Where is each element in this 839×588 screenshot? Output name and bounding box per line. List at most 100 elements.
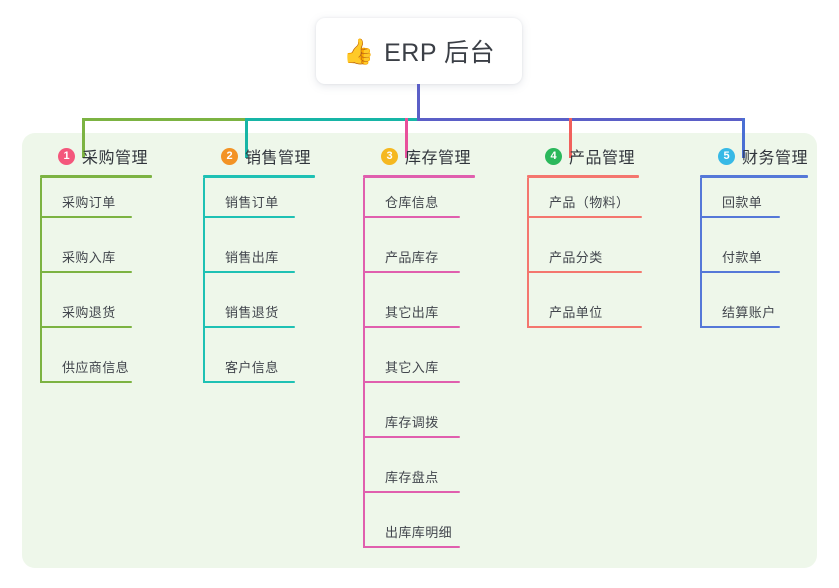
leaf-underline (363, 216, 460, 218)
branch-title-4: 产品管理 (569, 150, 636, 167)
branch-badge-4: 4 (545, 147, 562, 165)
leaf-label: 产品单位 (549, 305, 603, 320)
leaf-underline (363, 491, 460, 493)
leaf-node[interactable]: 销售退货 (203, 288, 315, 343)
leaf-underline (527, 326, 642, 328)
leaf-underline (527, 216, 642, 218)
leaf-label: 库存调拨 (385, 415, 439, 430)
branch-column-5: 5 财务管理回款单付款单结算账户 (700, 144, 808, 343)
leaf-label: 结算账户 (722, 305, 776, 320)
leaf-node[interactable]: 回款单 (700, 178, 808, 233)
leaf-node[interactable]: 供应商信息 (40, 343, 152, 398)
leaf-underline (363, 326, 460, 328)
leaf-node[interactable]: 仓库信息 (363, 178, 475, 233)
leaf-node[interactable]: 采购订单 (40, 178, 152, 233)
branch-spine-3 (363, 178, 365, 548)
leaf-underline (527, 271, 642, 273)
diagram-panel (22, 133, 817, 568)
drop-line-4 (569, 118, 572, 158)
leaf-underline (363, 546, 460, 548)
leaf-underline (203, 326, 295, 328)
leaf-label: 供应商信息 (62, 360, 130, 375)
branch-header-1[interactable]: 1 采购管理 (40, 144, 152, 168)
leaf-label: 其它入库 (385, 360, 439, 375)
leaf-node[interactable]: 其它入库 (363, 343, 475, 398)
leaf-node[interactable]: 采购退货 (40, 288, 152, 343)
leaf-node[interactable]: 其它出库 (363, 288, 475, 343)
branch-column-2: 2 销售管理销售订单销售出库销售退货客户信息 (203, 144, 315, 398)
leaf-underline (363, 381, 460, 383)
branch-column-4: 4 产品管理产品（物料） 产品分类产品单位 (527, 144, 642, 343)
leaf-underline (363, 271, 460, 273)
branch-spine-1 (40, 178, 42, 383)
leaf-label: 产品（物料） (549, 195, 630, 210)
leaf-underline (700, 216, 780, 218)
branch-spine-2 (203, 178, 205, 383)
leaf-node[interactable]: 采购入库 (40, 233, 152, 288)
leaf-underline (203, 271, 295, 273)
branch-column-1: 1 采购管理采购订单采购入库采购退货供应商信息 (40, 144, 152, 398)
leaf-label: 仓库信息 (385, 195, 439, 210)
leaf-node[interactable]: 产品分类 (527, 233, 642, 288)
leaf-node[interactable]: 出库库明细 (363, 508, 475, 563)
branch-badge-3: 3 (381, 147, 398, 165)
leaf-label: 客户信息 (225, 360, 279, 375)
branch-item-list-5: 回款单付款单结算账户 (700, 178, 808, 343)
leaf-node[interactable]: 库存盘点 (363, 453, 475, 508)
trunk-vertical (417, 84, 420, 121)
leaf-label: 产品库存 (385, 250, 439, 265)
branch-header-4[interactable]: 4 产品管理 (527, 144, 639, 168)
leaf-node[interactable]: 库存调拨 (363, 398, 475, 453)
branch-title-5: 财务管理 (742, 150, 809, 167)
drop-line-2 (245, 118, 248, 158)
branch-underline-2 (203, 175, 315, 178)
drop-line-3 (405, 118, 408, 158)
branch-underline-3 (363, 175, 475, 178)
branch-underline-5 (700, 175, 808, 178)
leaf-node[interactable]: 产品库存 (363, 233, 475, 288)
leaf-underline (363, 436, 460, 438)
leaf-label: 库存盘点 (385, 470, 439, 485)
branch-badge-2: 2 (221, 147, 238, 165)
branch-badge-5: 5 (718, 147, 735, 165)
root-node[interactable]: 👍 ERP 后台 (316, 18, 522, 84)
branch-spine-4 (527, 178, 529, 328)
thumbs-up-icon: 👍 (342, 37, 375, 66)
branch-item-list-3: 仓库信息产品库存其它出库其它入库库存调拨库存盘点出库库明细 (363, 178, 475, 563)
leaf-label: 出库库明细 (385, 525, 453, 540)
leaf-node[interactable]: 产品单位 (527, 288, 642, 343)
leaf-node[interactable]: 客户信息 (203, 343, 315, 398)
leaf-underline (40, 271, 132, 273)
leaf-label: 采购入库 (62, 250, 116, 265)
leaf-label: 采购订单 (62, 195, 116, 210)
leaf-underline (40, 326, 132, 328)
leaf-label: 销售出库 (225, 250, 279, 265)
branch-item-list-2: 销售订单销售出库销售退货客户信息 (203, 178, 315, 398)
leaf-label: 采购退货 (62, 305, 116, 320)
branch-title-2: 销售管理 (245, 150, 312, 167)
branch-badge-1: 1 (58, 147, 75, 165)
branch-underline-4 (527, 175, 639, 178)
leaf-node[interactable]: 销售订单 (203, 178, 315, 233)
leaf-underline (700, 271, 780, 273)
branch-item-list-1: 采购订单采购入库采购退货供应商信息 (40, 178, 152, 398)
bus-segment-indigo (417, 118, 745, 121)
leaf-node[interactable]: 产品（物料） (527, 178, 642, 233)
leaf-label: 付款单 (722, 250, 763, 265)
branch-item-list-4: 产品（物料） 产品分类产品单位 (527, 178, 642, 343)
leaf-node[interactable]: 销售出库 (203, 233, 315, 288)
leaf-underline (203, 216, 295, 218)
leaf-node[interactable]: 结算账户 (700, 288, 808, 343)
branch-header-5[interactable]: 5 财务管理 (700, 144, 808, 168)
leaf-label: 回款单 (722, 195, 763, 210)
leaf-node[interactable]: 付款单 (700, 233, 808, 288)
root-title: ERP 后台 (384, 39, 496, 67)
branch-title-1: 采购管理 (82, 150, 149, 167)
leaf-underline (203, 381, 295, 383)
branch-spine-5 (700, 178, 702, 328)
leaf-label: 产品分类 (549, 250, 603, 265)
branch-header-2[interactable]: 2 销售管理 (203, 144, 315, 168)
